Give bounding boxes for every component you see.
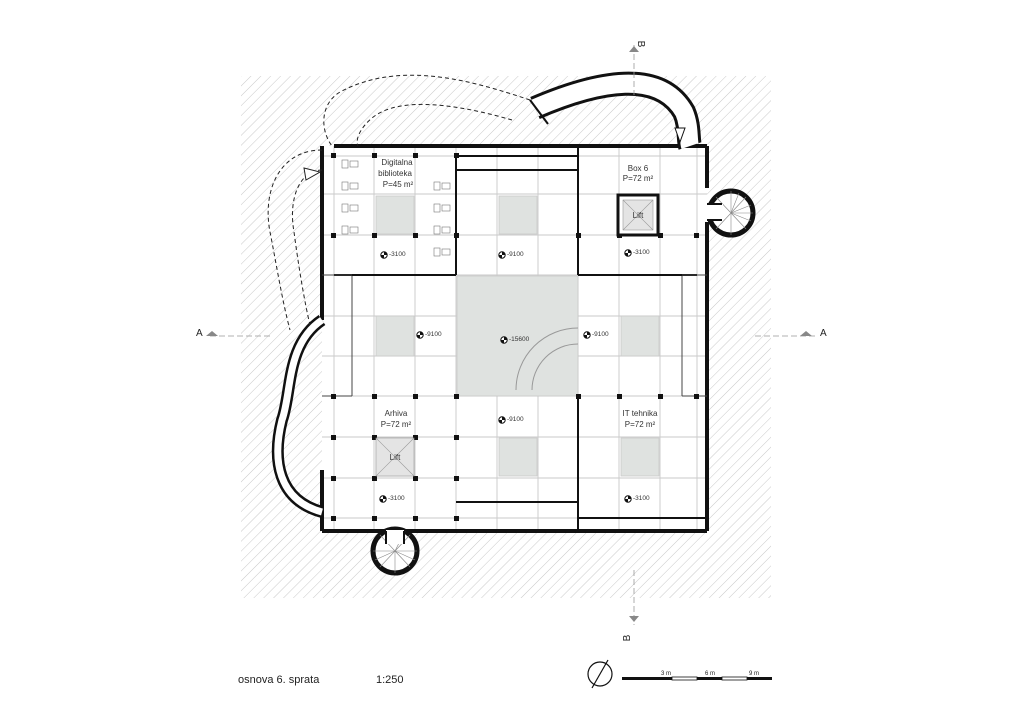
central-void xyxy=(322,274,707,397)
library-desks xyxy=(341,159,451,257)
scale-9m: 9 m xyxy=(749,671,759,677)
label-box6-area: P=72 m² xyxy=(623,174,654,183)
elev-sw: -3100 xyxy=(379,495,405,503)
scale-3m: 3 m xyxy=(661,671,671,677)
svg-text:-3100: -3100 xyxy=(389,251,406,258)
svg-text:-9100: -9100 xyxy=(507,416,524,423)
spiral-stair-east xyxy=(705,188,756,238)
section-b-bottom: B xyxy=(622,634,633,641)
svg-text:-3100: -3100 xyxy=(633,495,650,502)
stair-arcs xyxy=(515,327,579,391)
label-digital-library-area: P=45 m² xyxy=(383,180,414,189)
scale-bar: 3 m 6 m 9 m xyxy=(622,671,772,681)
label-it: IT tehnika xyxy=(623,409,659,418)
label-it-area: P=72 m² xyxy=(625,420,656,429)
elev-ne: -3100 xyxy=(624,249,650,257)
north-arrow-icon xyxy=(587,659,613,689)
spiral-stair-south xyxy=(370,526,420,576)
columns xyxy=(331,153,699,521)
label-digital-library-2: biblioteka xyxy=(378,169,412,178)
elev-se: -3100 xyxy=(624,495,650,503)
elev-e: -9100 xyxy=(583,331,609,339)
elev-n: -9100 xyxy=(498,251,524,259)
svg-text:-3100: -3100 xyxy=(388,495,405,502)
svg-text:-15600: -15600 xyxy=(509,336,530,343)
lift-archive xyxy=(375,437,415,477)
section-markers: A A B B xyxy=(196,41,827,642)
lift-box6 xyxy=(616,193,660,237)
label-digital-library-1: Digitalna xyxy=(381,158,413,167)
section-b-top: B xyxy=(635,41,646,48)
elev-w: -9100 xyxy=(416,331,442,339)
svg-text:-3100: -3100 xyxy=(633,249,650,256)
north-ramp xyxy=(529,71,702,150)
elev-nw: -3100 xyxy=(380,251,406,259)
label-archive-area: P=72 m² xyxy=(381,420,412,429)
label-archive: Arhiva xyxy=(385,409,408,418)
svg-text:-9100: -9100 xyxy=(592,331,609,338)
label-lift-box6: Lift xyxy=(633,211,644,220)
dashed-ramp xyxy=(267,74,531,331)
west-ramp xyxy=(271,315,326,518)
elev-s: -9100 xyxy=(498,416,524,424)
svg-text:-9100: -9100 xyxy=(507,251,524,258)
room-labels: Digitalna biblioteka P=45 m² Box 6 P=72 … xyxy=(378,158,658,462)
elevation-markers: -3100 -9100 -3100 -9100 -15600 -9100 -91… xyxy=(379,249,650,503)
void-panels xyxy=(375,195,660,477)
svg-text:-9100: -9100 xyxy=(425,331,442,338)
section-a-left: A xyxy=(196,328,203,339)
drawing-title: osnova 6. sprata xyxy=(238,674,320,686)
section-a-right: A xyxy=(820,328,827,339)
label-box6: Box 6 xyxy=(628,164,649,173)
elev-c: -15600 xyxy=(500,336,530,344)
drawing-scale: 1:250 xyxy=(376,674,404,686)
label-lift-archive: Lift xyxy=(390,453,401,462)
scale-6m: 6 m xyxy=(705,671,715,677)
